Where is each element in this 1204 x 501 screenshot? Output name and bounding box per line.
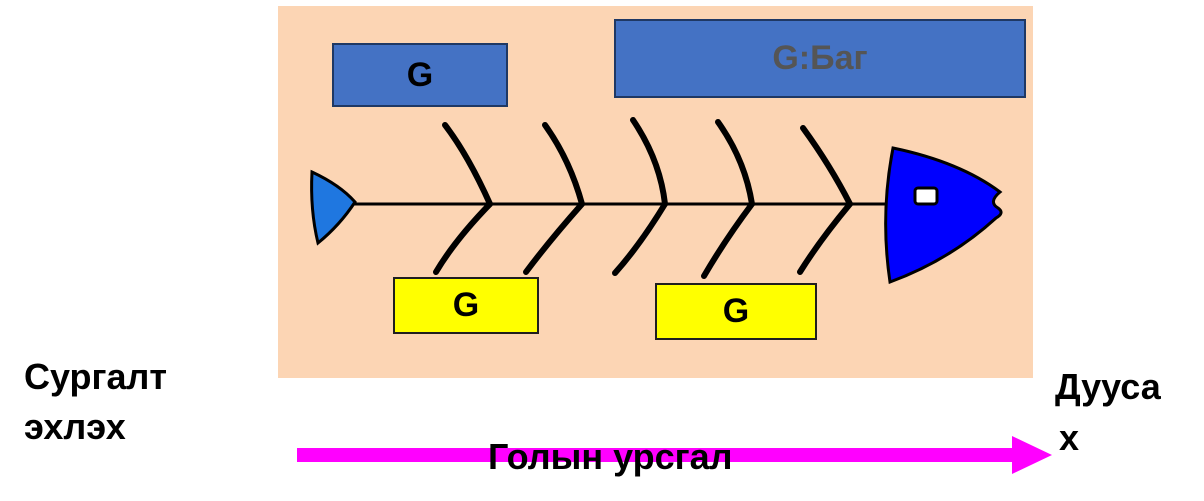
- fish-bone-lower-1: [433, 201, 493, 275]
- fish-bone-upper-5: [800, 125, 853, 207]
- fish-bone-upper-3: [630, 117, 668, 207]
- cause-box-top-left-label: G: [406, 55, 434, 94]
- end-label-line1: Дууса: [1055, 366, 1161, 407]
- cause-box-top-left: G: [332, 43, 508, 107]
- fish-tail-icon: [310, 169, 357, 246]
- fish-head-icon: [884, 146, 1003, 285]
- cause-box-bottom-left: G: [393, 277, 539, 334]
- fish-bone-upper-2: [542, 122, 585, 207]
- flow-arrow: [297, 436, 1052, 474]
- cause-box-top-right-label: G:Баг: [772, 39, 868, 77]
- fish-bone-upper-1: [442, 122, 493, 207]
- flow-axis-label: Голын урсгал: [488, 436, 733, 477]
- cause-box-top-right: G:Баг: [614, 19, 1026, 98]
- fish-bone-lower-3: [612, 201, 668, 276]
- fish-bone-lower-2: [523, 201, 585, 275]
- cause-box-bottom-left-label: G: [452, 286, 480, 324]
- end-label-line2: х: [1059, 417, 1080, 458]
- fish-bone-lower-4: [701, 201, 755, 279]
- start-label: Сургалт эхлэх: [24, 356, 168, 448]
- cause-box-bottom-right-label: G: [722, 292, 750, 330]
- fish-eye-icon: [913, 186, 939, 206]
- fish-bone-upper-4: [715, 119, 755, 207]
- cause-box-bottom-right: G: [655, 283, 817, 340]
- fish-bone-lower-5: [797, 201, 853, 275]
